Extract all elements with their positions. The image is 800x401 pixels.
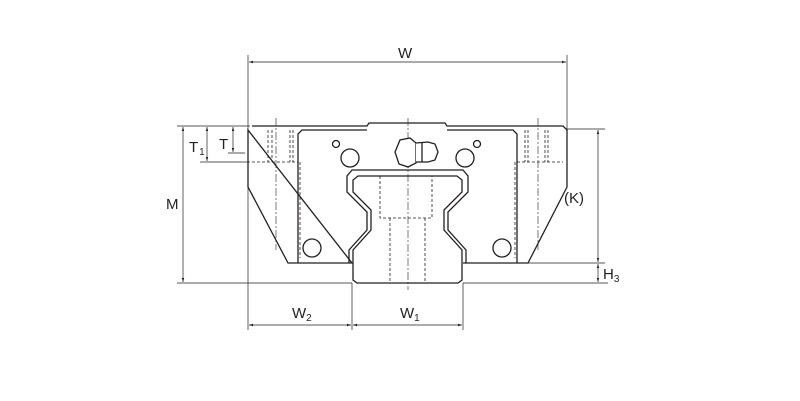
label-h3: H3: [603, 266, 620, 285]
mounting-holes: [302, 139, 512, 258]
dimension-lines: [181, 60, 600, 327]
extension-lines: [177, 55, 608, 330]
carriage-block: [247, 118, 568, 290]
label-w: W: [398, 45, 413, 62]
label-t: T: [219, 136, 228, 153]
label-w2: W2: [292, 305, 312, 324]
label-t1: T1: [189, 139, 205, 158]
label-k: (K): [564, 190, 584, 207]
grease-nipple-icon: [394, 137, 439, 168]
label-w1: W1: [400, 305, 420, 324]
label-m: M: [166, 196, 179, 213]
